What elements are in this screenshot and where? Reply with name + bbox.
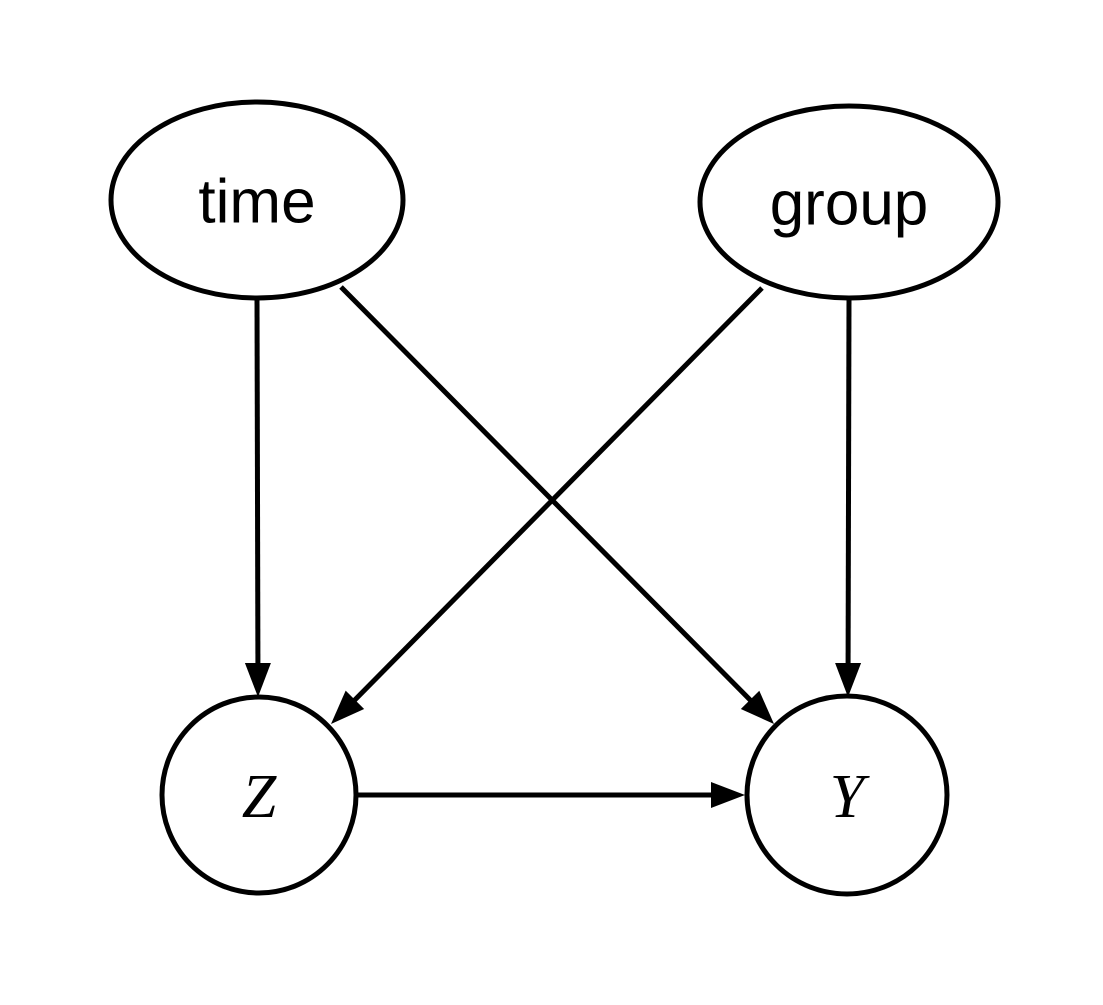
edge-Z-to-Y — [357, 782, 745, 808]
node-time-label: time — [198, 168, 315, 237]
edge-group-to-Z — [331, 286, 764, 724]
edge-shaft — [348, 286, 764, 706]
edge-shaft — [845, 297, 852, 670]
arrowhead-icon — [711, 782, 745, 808]
arrowhead-icon — [740, 690, 774, 724]
edge-group-to-Y — [835, 297, 862, 697]
node-Z-label: Z — [242, 763, 277, 831]
node-Z-shape[interactable] — [159, 694, 359, 896]
node-group[interactable]: group — [697, 103, 1001, 301]
edge-time-to-Z — [244, 297, 271, 697]
node-time[interactable]: time — [108, 99, 406, 301]
node-group-shape[interactable] — [697, 103, 1001, 301]
edge-time-to-Y — [339, 285, 774, 724]
arrowhead-icon — [835, 662, 862, 697]
edge-shaft — [254, 297, 261, 670]
edge-shaft — [339, 285, 757, 706]
node-Y-shape[interactable] — [744, 693, 950, 897]
node-Y-label: Y — [830, 763, 870, 831]
node-Y[interactable]: Y — [744, 693, 950, 897]
arrowhead-icon — [244, 662, 271, 697]
node-Z[interactable]: Z — [159, 694, 359, 896]
edges-layer — [244, 285, 862, 808]
node-group-label: group — [770, 170, 929, 239]
arrowhead-icon — [331, 690, 365, 724]
node-time-shape[interactable] — [108, 99, 406, 301]
